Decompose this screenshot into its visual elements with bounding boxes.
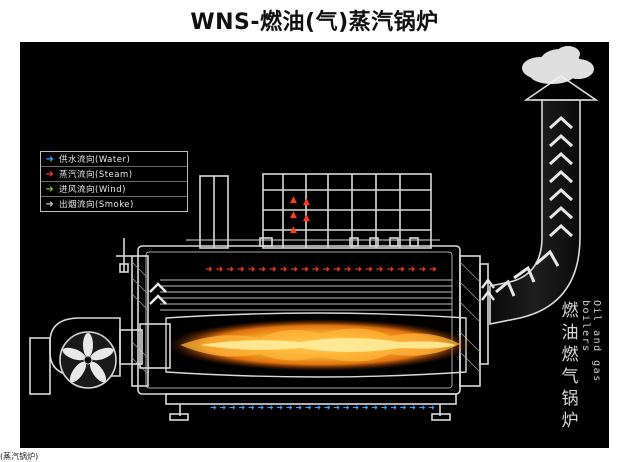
burner-flame [168,319,472,371]
svg-text:▲: ▲ [303,213,310,223]
svg-text:➜ ➜ ➜ ➜ ➜ ➜ ➜ ➜ ➜ ➜ ➜ ➜ ➜ ➜ ➜: ➜ ➜ ➜ ➜ ➜ ➜ ➜ ➜ ➜ ➜ ➜ ➜ ➜ ➜ ➜ ➜ ➜ ➜ ➜ ➜ … [210,403,435,412]
smoke-cloud [522,46,594,84]
legend-item-steam: ➜ 蒸汽流向(Steam) [41,167,187,182]
tube-bank [160,279,452,311]
legend-label: 蒸汽流向(Steam) [59,170,133,180]
boiler-shell [116,173,489,421]
burner-housing [29,317,171,395]
fan-icon [59,331,117,389]
legend-label: 进风流向(Wind) [59,185,126,195]
front-chamber-smoke-arrows [149,278,495,305]
flow-legend: ➜ 供水流向(Water) ➜ 蒸汽流向(Steam) ➜ 进风流向(Wind)… [40,151,188,212]
svg-text:➜ ➜ ➜ ➜ ➜ ➜ ➜ ➜ ➜ ➜ ➜ ➜ ➜ ➜ ➜: ➜ ➜ ➜ ➜ ➜ ➜ ➜ ➜ ➜ ➜ ➜ ➜ ➜ ➜ ➜ ➜ ➜ ➜ ➜ ➜ … [205,265,437,275]
hatched-panels [131,261,481,375]
legend-item-wind: ➜ 进风流向(Wind) [41,182,187,197]
legend-label: 出烟流向(Smoke) [59,200,134,210]
boiler-diagram-panel: ➜ ➜ ➜ ➜ ➜ ➜ ➜ ➜ ➜ ➜ ➜ ➜ ➜ ➜ ➜ ➜ ➜ ➜ ➜ ➜ … [20,42,609,448]
legend-item-water: ➜ 供水流向(Water) [41,152,187,167]
page-title: WNS-燃油(气)蒸汽锅炉 [190,10,439,35]
svg-text:▲: ▲ [290,195,297,205]
svg-text:▲: ▲ [303,197,310,207]
water-flow-arrows: ➜ ➜ ➜ ➜ ➜ ➜ ➜ ➜ ➜ ➜ ➜ ➜ ➜ ➜ ➜ ➜ ➜ ➜ ➜ ➜ … [210,403,435,412]
steam-flow-arrows: ➜ ➜ ➜ ➜ ➜ ➜ ➜ ➜ ➜ ➜ ➜ ➜ ➜ ➜ ➜ ➜ ➜ ➜ ➜ ➜ … [205,195,437,275]
arrow-right-icon: ➜ [45,168,55,180]
caption: (蒸汽锅炉) [0,452,39,461]
legend-label: 供水流向(Water) [59,155,131,165]
boiler-diagram: ➜ ➜ ➜ ➜ ➜ ➜ ➜ ➜ ➜ ➜ ➜ ➜ ➜ ➜ ➜ ➜ ➜ ➜ ➜ ➜ … [29,46,599,421]
legend-item-smoke: ➜ 出烟流向(Smoke) [41,197,187,211]
svg-text:▲: ▲ [290,210,297,220]
arrow-right-icon: ➜ [45,198,55,210]
furnace-tube [165,312,467,378]
chimney-smoke-arrows [495,115,574,297]
arrow-right-icon: ➜ [45,183,55,195]
chimney-pipe [489,75,599,325]
side-label-english: Oil and gas boilers [580,300,602,383]
arrow-right-icon: ➜ [45,153,55,165]
side-label-chinese: 燃油燃气锅炉 [561,301,579,431]
svg-text:▲: ▲ [290,225,297,235]
